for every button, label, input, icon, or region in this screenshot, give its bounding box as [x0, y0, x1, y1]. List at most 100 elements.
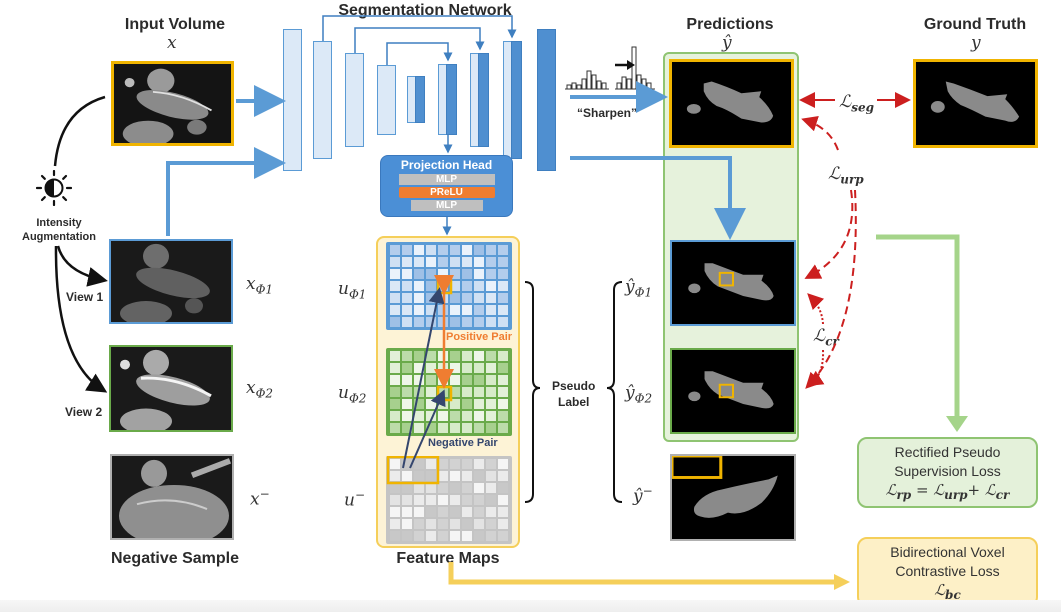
- encoder-block-1: [283, 29, 302, 171]
- feature-map-u-phi2: [386, 348, 512, 436]
- feature-cell: [498, 519, 508, 529]
- feature-cell: [414, 507, 424, 517]
- yhat-phi2-base: ŷ: [625, 383, 635, 403]
- feature-cell: [498, 483, 508, 493]
- prelu-layer: PReLU: [398, 187, 495, 198]
- feature-cell: [414, 257, 424, 267]
- feature-cell: [474, 281, 484, 291]
- feature-cell: [402, 245, 412, 255]
- feature-cell: [474, 399, 484, 409]
- feature-cell: [462, 257, 472, 267]
- view1-image: [109, 239, 233, 324]
- feature-cell: [498, 317, 508, 327]
- mlp-layer-2: MLP: [410, 200, 483, 211]
- feature-cell: [474, 459, 484, 469]
- feature-cell: [402, 459, 412, 469]
- yhat-phi2-sub: Φ2: [634, 391, 653, 406]
- feature-cell: [402, 375, 412, 385]
- rp-cr-L: ℒ: [984, 481, 996, 499]
- feature-cell: [486, 281, 496, 291]
- feature-cell: [390, 293, 400, 303]
- feature-cell: [390, 363, 400, 373]
- feature-cell: [426, 411, 436, 421]
- feature-cell: [438, 495, 448, 505]
- decoder-block-3-dark: [511, 41, 522, 159]
- loss-seg-sub: seg: [851, 100, 875, 115]
- feature-cell: [462, 459, 472, 469]
- rp-urp-sub: urp: [944, 488, 968, 502]
- feature-cell: [450, 293, 460, 303]
- loss-urp-sub: urp: [840, 172, 864, 187]
- feature-cell: [426, 387, 436, 397]
- feature-cell: [390, 495, 400, 505]
- feature-cell: [462, 269, 472, 279]
- feature-cell: [498, 423, 508, 433]
- feature-cell: [462, 317, 472, 327]
- feature-cell: [498, 351, 508, 361]
- x-phi2-label: xΦ2: [246, 378, 273, 400]
- feature-cell: [414, 351, 424, 361]
- ground-truth-title: Ground Truth: [923, 16, 1027, 33]
- feature-cell: [474, 245, 484, 255]
- feature-cell: [414, 423, 424, 433]
- u-phi1-label: uΦ1: [338, 279, 366, 301]
- feature-cell: [414, 269, 424, 279]
- x-phi2-base: x: [246, 378, 256, 398]
- feature-cell: [402, 281, 412, 291]
- feature-cell: [402, 495, 412, 505]
- feature-cell: [462, 507, 472, 517]
- encoder-block-2: [313, 41, 332, 159]
- rp-equals: =: [911, 481, 934, 499]
- feature-cell: [450, 471, 460, 481]
- bc-L: ℒ: [934, 581, 946, 599]
- feature-cell: [390, 269, 400, 279]
- prediction-yhat-mask: [669, 59, 794, 148]
- sharpen-label: “Sharpen”: [577, 106, 638, 120]
- feature-cell: [474, 363, 484, 373]
- feature-cell: [426, 531, 436, 541]
- bc-box-line1: Bidirectional Voxel: [890, 544, 1005, 560]
- feature-cell: [498, 411, 508, 421]
- feature-cell: [486, 305, 496, 315]
- ground-truth-mask: [913, 59, 1038, 148]
- bc-box-line2: Contrastive Loss: [895, 563, 1000, 579]
- feature-cell: [390, 317, 400, 327]
- feature-cell: [486, 257, 496, 267]
- feature-cell: [414, 375, 424, 385]
- feature-cell: [426, 363, 436, 373]
- feature-cell: [438, 317, 448, 327]
- feature-cell: [450, 411, 460, 421]
- feature-cell: [438, 483, 448, 493]
- feature-cell: [438, 411, 448, 421]
- negative-pair-label: Negative Pair: [428, 437, 498, 449]
- feature-cell: [498, 471, 508, 481]
- loss-seg-base: ℒ: [839, 92, 852, 112]
- u-phi2-sub: Φ2: [348, 391, 367, 406]
- feature-cell: [498, 399, 508, 409]
- feature-cell: [498, 375, 508, 385]
- feature-cell: [402, 411, 412, 421]
- feature-cell: [402, 317, 412, 327]
- feature-cell: [402, 387, 412, 397]
- u-phi2-label: uΦ2: [338, 383, 366, 405]
- segmentation-network-title: Segmentation Network: [338, 2, 512, 19]
- yhat-phi2-label: ŷΦ2: [625, 383, 652, 405]
- feature-cell: [462, 531, 472, 541]
- feature-cell: [414, 483, 424, 493]
- view1-label: View 1: [66, 290, 104, 304]
- u-neg-sup: −: [354, 488, 366, 502]
- output-block: [537, 29, 556, 171]
- feature-cell: [450, 519, 460, 529]
- feature-cell: [498, 245, 508, 255]
- feature-cell: [474, 317, 484, 327]
- feature-cell: [390, 387, 400, 397]
- feature-cell: [486, 495, 496, 505]
- feature-cell: [450, 351, 460, 361]
- feature-cell: [402, 507, 412, 517]
- feature-cell: [486, 471, 496, 481]
- feature-cell: [450, 245, 460, 255]
- feature-cell: [402, 531, 412, 541]
- projection-head-title: Projection Head: [400, 158, 493, 172]
- u-phi1-sub: Φ1: [348, 287, 367, 302]
- rp-cr-sub: cr: [995, 488, 1010, 502]
